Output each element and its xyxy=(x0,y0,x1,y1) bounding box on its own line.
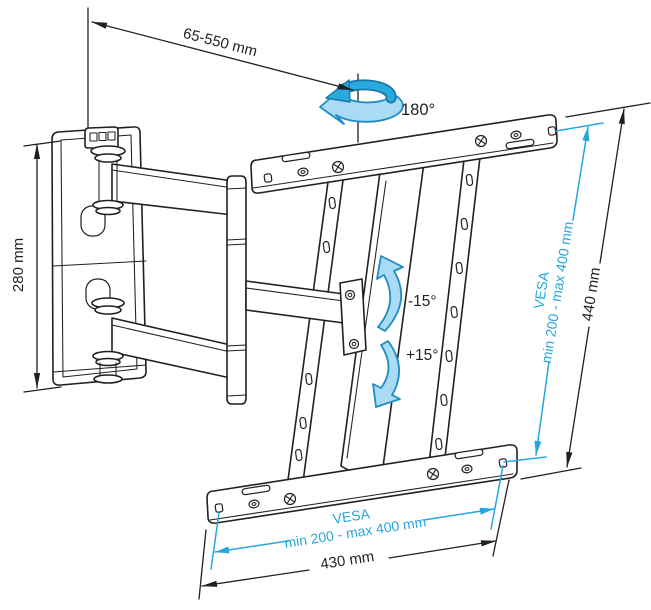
screw-head xyxy=(331,134,488,174)
rail-slot xyxy=(241,484,271,496)
dimension-plate-height: 280 mm xyxy=(10,140,62,393)
reference-lines xyxy=(87,7,359,143)
vesa-horizontal-label-1: VESA xyxy=(332,505,372,527)
rail-slot xyxy=(281,151,311,163)
upper-arm xyxy=(111,163,234,216)
right-strap-holes xyxy=(435,173,474,451)
screw-head xyxy=(283,467,440,506)
tilt-down-arrow-icon xyxy=(372,340,401,408)
tilt-up-arrow-icon xyxy=(376,255,404,332)
swivel-angle-label: 180° xyxy=(401,101,435,119)
bottom-rail xyxy=(206,444,518,524)
rail-slot xyxy=(505,138,535,150)
top-rail xyxy=(250,114,558,194)
upper-hinge xyxy=(90,145,126,216)
tilt-up-label: -15° xyxy=(408,293,437,310)
locking-latch xyxy=(84,126,119,149)
bracket-width-label: 430 mm xyxy=(319,548,375,573)
plate-height-label: 280 mm xyxy=(10,238,27,292)
bracket-height-label: 440 mm xyxy=(579,266,604,322)
angle-labels: 180° -15° +15° xyxy=(401,101,439,364)
rail-slot xyxy=(454,448,484,460)
vesa-vertical-label-1: VESA xyxy=(530,270,552,310)
tilt-down-label: +15° xyxy=(406,347,439,364)
dimension-extension: 65-550 mm xyxy=(91,21,354,91)
pivot-column xyxy=(226,175,247,405)
tilt-hinge-tab xyxy=(339,278,367,356)
swivel-arrow-icon xyxy=(319,79,404,125)
lower-hinge xyxy=(91,297,125,384)
right-strap xyxy=(428,139,483,467)
left-strap xyxy=(287,164,346,483)
left-strap-holes xyxy=(295,196,336,462)
